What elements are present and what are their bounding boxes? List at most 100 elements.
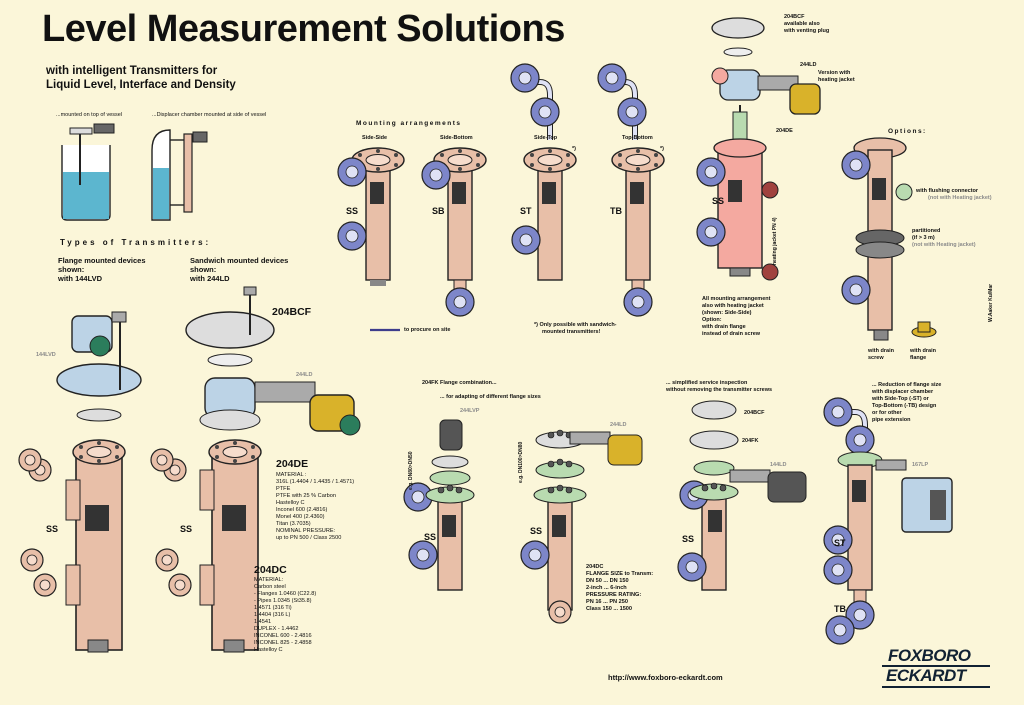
procure-note: to procure on site <box>404 327 451 333</box>
material-204de-line: Monel 400 (2.4360) <box>276 514 325 520</box>
jacket-version-line-1: Version with <box>818 70 851 76</box>
vessel-side-chamber-illustration <box>151 129 208 221</box>
jacket-204bcf-line-1: 204BCF <box>784 14 805 20</box>
page-subtitle: with intelligent Transmitters for Liquid… <box>46 64 236 92</box>
option-drain-flange-line-1: with drain <box>910 348 936 354</box>
option-partitioned-label: partitioned <box>912 228 941 234</box>
fk-204dc-note-line: 2-inch ... 6-inch <box>586 585 627 591</box>
service-204bcf-label: 204BCF <box>744 410 765 416</box>
mount-side-top-label: Side-Top <box>534 135 558 141</box>
flange-devices-label: Flange mounted devices shown: with 144LV… <box>58 256 146 283</box>
foxboro-eckardt-logo: FOXBORO ECKARDT <box>880 645 992 691</box>
service-204fk-label: 204FK <box>742 438 759 444</box>
fk-dim-2-eg: e.g. <box>518 474 524 483</box>
label-204dc: 204DC <box>254 564 287 576</box>
option-drain-screw: with drain screw <box>868 348 894 362</box>
jacket-244ld-label: 244LD <box>800 62 817 68</box>
label-144lvd: 144LVD <box>36 352 56 358</box>
label-ss-fk-2: SS <box>530 526 543 536</box>
jacket-version-note: Version with heating jacket <box>818 70 855 84</box>
jacket-note-line: (shown: Side-Side) <box>702 310 752 316</box>
label-204de: 204DE <box>276 458 309 470</box>
flange-combination-illustration-1 <box>403 419 475 591</box>
service-inspection-illustration <box>677 400 807 591</box>
sandwich-shown: shown: <box>190 265 217 274</box>
jacket-204bcf-line-3: with venting plug <box>784 28 830 34</box>
mount-side-bottom-label: Side-Bottom <box>440 135 473 141</box>
material-204dc-line: 1.4571 (316 Ti) <box>254 605 292 611</box>
subtitle-line-1: with intelligent Transmitters for <box>46 65 218 77</box>
jacket-note-line: All mounting arrangement <box>702 296 771 302</box>
flange-shown: shown: <box>58 265 85 274</box>
label-tb-reduction: TB <box>834 604 846 614</box>
jacket-note-line: Option: <box>702 317 722 323</box>
flange-combination-illustration-2 <box>520 429 643 624</box>
label-ss-sandwich: SS <box>180 524 193 534</box>
fk-dim-1: e.g. DN80>DN50 <box>408 440 414 490</box>
reduction-note-line: ... Reduction of flange size <box>872 382 942 388</box>
material-204de-line: Inconel 600 (2.4816) <box>276 507 328 513</box>
caption-displacer: ...Displacer chamber mounted at side of … <box>152 112 267 118</box>
service-144ld-label: 144LD <box>770 462 787 468</box>
logo-line-1: FOXBORO <box>888 646 971 665</box>
fk-dim-2-size: DN100>DN80 <box>518 441 524 473</box>
material-204de-line: NOMINAL PRESSURE: <box>276 528 336 534</box>
option-flushing-note: (not with Heating jacket) <box>928 195 992 201</box>
types-heading: Types of Transmitters: <box>60 238 212 247</box>
jacket-204bcf-line-2: available also <box>784 21 820 27</box>
reduction-note-line: or for other <box>872 410 902 416</box>
reduction-note-line: with Side-Top (-ST) or <box>872 396 929 402</box>
fk-subtitle: ... for adapting of different flange siz… <box>440 394 541 400</box>
label-tb-mount: TB <box>610 206 622 216</box>
reduction-note-line: Top-Bottom (-TB) design <box>872 403 937 409</box>
mounting-side-side-illustration <box>337 147 405 286</box>
service-title-line-2: without removing the transmitter screws <box>666 387 773 393</box>
material-204de-line: PTFE with 25 % Carbon <box>276 493 337 499</box>
logo-divider <box>882 665 990 667</box>
material-204dc-line: 1.4541 <box>254 619 272 625</box>
fk-dim-1-eg: e.g. <box>408 481 414 490</box>
fk-title: 204FK Flange combination... <box>422 380 497 386</box>
top-bottom-asterisk: *) <box>660 146 664 152</box>
flange-mounted-device-illustration <box>18 311 142 653</box>
sandwich-title: Sandwich mounted devices <box>190 256 289 265</box>
jacket-204de-label: 204DE <box>776 128 793 134</box>
label-ss-flange: SS <box>46 524 59 534</box>
flange-title: Flange mounted devices <box>58 256 146 265</box>
jacket-204bcf-note: 204BCF available also with venting plug <box>784 14 829 35</box>
label-ss-fk-1: SS <box>424 532 437 542</box>
website-url[interactable]: http://www.foxboro-eckardt.com <box>608 673 723 682</box>
option-drain-screw-line-1: with drain <box>868 348 894 354</box>
material-204dc-line: Hastelloy C <box>254 647 283 653</box>
fk-204dc-note-line: PN 16 ... PN 250 <box>586 599 628 605</box>
label-ss-mount: SS <box>346 206 359 216</box>
material-list-204dc: MATERIAL:Carbon steel- Flanges 1.0460 (C… <box>254 577 316 654</box>
side-top-asterisk: *) <box>572 146 576 152</box>
flange-model: with 144LVD <box>58 274 103 283</box>
material-204dc-line: DUPLEX - 1.4462 <box>254 626 299 632</box>
option-partitioned: partitioned (if > 3 m) (not with Heating… <box>912 228 976 249</box>
mount-top-bottom-label: Top-Bottom <box>622 135 653 141</box>
fk-204dc-note-line: 204DC <box>586 564 604 570</box>
sandwich-note-line-1: *) Only possible with sandwich- <box>534 322 617 328</box>
material-204de-line: Titan (3.7035) <box>276 521 311 527</box>
fk-204dc-note-line: Class 150 ... 1500 <box>586 606 633 612</box>
material-204dc-line: INCONEL 600 - 2.4816 <box>254 633 312 639</box>
heating-jacket-illustration <box>696 17 821 281</box>
fk-204dc-note-line: DN 50 ... DN 150 <box>586 578 629 584</box>
material-204de-line: 316L (1.4404 / 1.4435 / 1.4571) <box>276 479 355 485</box>
reduction-note-line: with displacer chamber <box>872 389 934 395</box>
option-partitioned-length: (if > 3 m) <box>912 235 935 241</box>
fk-204dc-note-line: FLANGE SIZE to Transm: <box>586 571 654 577</box>
sandwich-devices-label: Sandwich mounted devices shown: with 244… <box>190 256 288 283</box>
option-partitioned-note: (not with Heating jacket) <box>912 242 976 248</box>
label-sb-mount: SB <box>432 206 445 216</box>
material-list-204de: MATERIAL :316L (1.4404 / 1.4435 / 1.4571… <box>276 472 354 542</box>
label-ss-jacket: SS <box>712 196 725 206</box>
fk-dim-2: e.g. DN100>DN80 <box>518 425 524 483</box>
vessel-top-mount-illustration <box>61 123 115 221</box>
